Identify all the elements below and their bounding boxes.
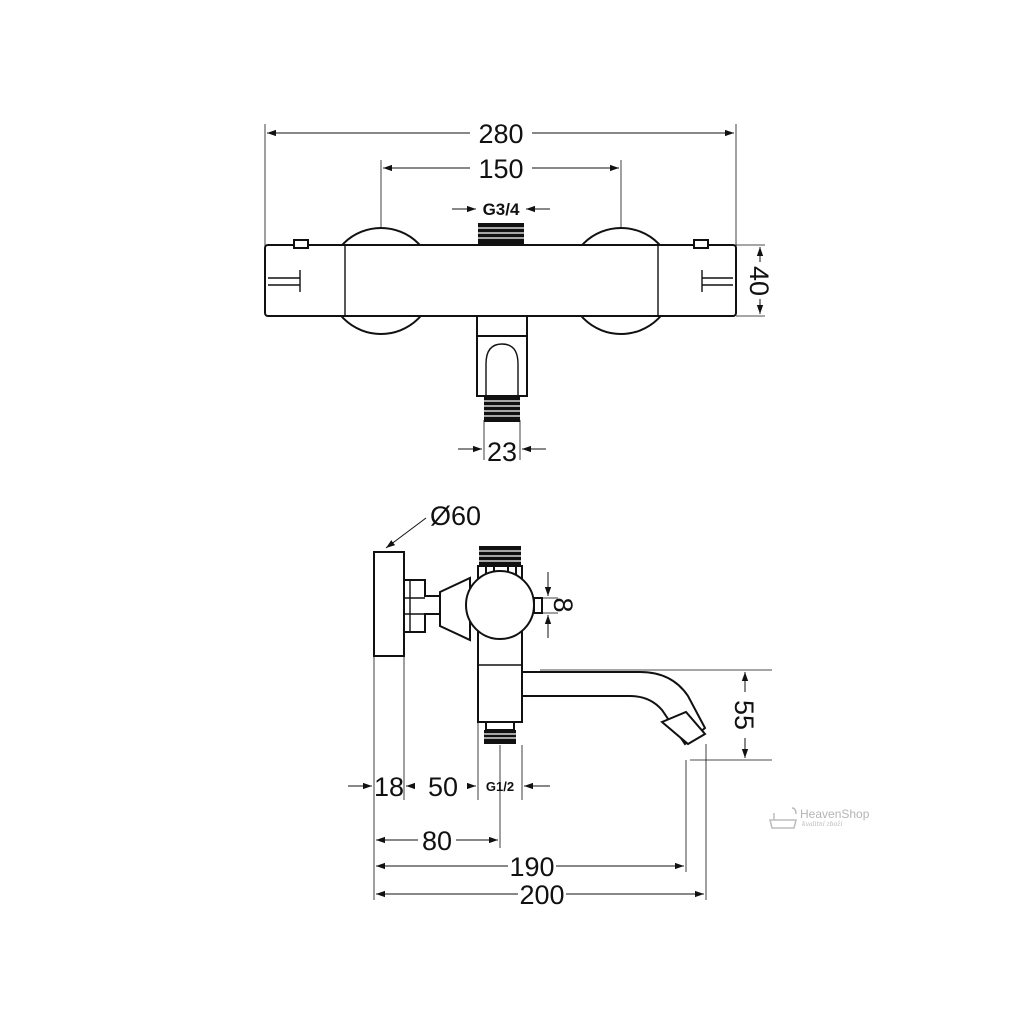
side-bottom-thread	[484, 730, 516, 744]
watermark: HeavenShop kvalitní zboží	[769, 807, 870, 829]
watermark-tagline: kvalitní zboží	[802, 821, 843, 828]
dimension-knob-offset: 8	[548, 597, 578, 612]
dimension-escutcheon-depth: 18	[374, 772, 404, 802]
front-view: 280 150 G3/4 40 23	[264, 119, 774, 467]
leader-escutcheon	[385, 517, 427, 549]
spout-body	[476, 335, 528, 397]
bathtub-icon	[769, 807, 797, 829]
dimension-inlet-spacing: 150	[478, 154, 523, 184]
dimension-body-height: 40	[744, 266, 774, 296]
spout-curve	[485, 343, 519, 396]
side-view: Ø60 8 55 18 50 G1/2 80 190 200	[348, 501, 772, 910]
handle-button-left	[293, 239, 309, 249]
spout-outlet	[484, 396, 520, 422]
handle-button-right	[693, 239, 709, 249]
dimension-top-thread: G3/4	[483, 200, 520, 219]
dimension-wall-to-spout-tip: 190	[509, 852, 554, 882]
thermostat-body	[264, 244, 737, 317]
dimension-overall-projection: 200	[519, 880, 564, 910]
dimension-spout-diameter: 23	[487, 437, 517, 467]
dimension-bottom-thread: G1/2	[486, 779, 514, 794]
dimension-overall-width: 280	[478, 119, 523, 149]
dimension-spout-drop: 55	[729, 700, 759, 730]
dimension-wall-to-outlet: 80	[422, 826, 452, 856]
dimension-body-offset: 50	[428, 772, 458, 802]
connector-arm	[439, 576, 471, 642]
top-thread-outlet	[478, 223, 524, 245]
escutcheon	[373, 551, 405, 657]
diverter-knob	[465, 570, 535, 640]
watermark-brand: HeavenShop	[800, 807, 870, 821]
dimension-escutcheon-diameter: Ø60	[430, 501, 481, 531]
spout-aerator	[660, 710, 707, 746]
